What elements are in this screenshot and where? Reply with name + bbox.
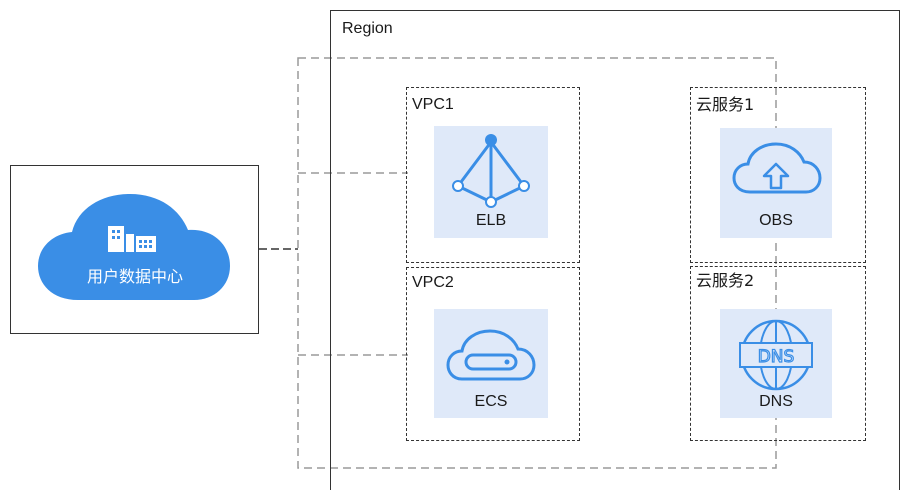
dns-label: DNS xyxy=(759,393,793,410)
ecs-icon xyxy=(446,329,536,381)
outer-dashed-frame xyxy=(297,57,777,469)
datacenter-cloud xyxy=(38,194,230,300)
datacenter-label: 用户数据中心 xyxy=(86,267,183,286)
vpc1-box xyxy=(406,87,580,263)
ecs-tile: ECS xyxy=(434,309,548,418)
dns-tile: DNS DNS xyxy=(720,309,832,418)
datacenter-box xyxy=(10,165,259,334)
ecs-label: ECS xyxy=(474,393,508,410)
elb-label: ELB xyxy=(475,212,507,229)
elb-icon xyxy=(452,134,530,208)
vpc2-label: VPC2 xyxy=(412,274,454,291)
region-label: Region xyxy=(342,20,393,37)
vpc1-label: VPC1 xyxy=(412,96,454,113)
cloud-service1-box xyxy=(690,87,866,263)
obs-icon xyxy=(732,142,822,194)
obs-label: OBS xyxy=(759,212,793,229)
dns-icon: DNS xyxy=(739,319,813,391)
svg-text:DNS: DNS xyxy=(758,347,795,367)
region-frame xyxy=(330,10,900,490)
vpc2-box xyxy=(406,267,580,441)
cloud-service1-label: 云服务1 xyxy=(696,95,755,114)
obs-tile: OBS xyxy=(720,128,832,238)
elb-tile: ELB xyxy=(434,126,548,238)
cloud-service2-label: 云服务2 xyxy=(696,271,755,290)
cloud-service2-box xyxy=(690,266,866,441)
